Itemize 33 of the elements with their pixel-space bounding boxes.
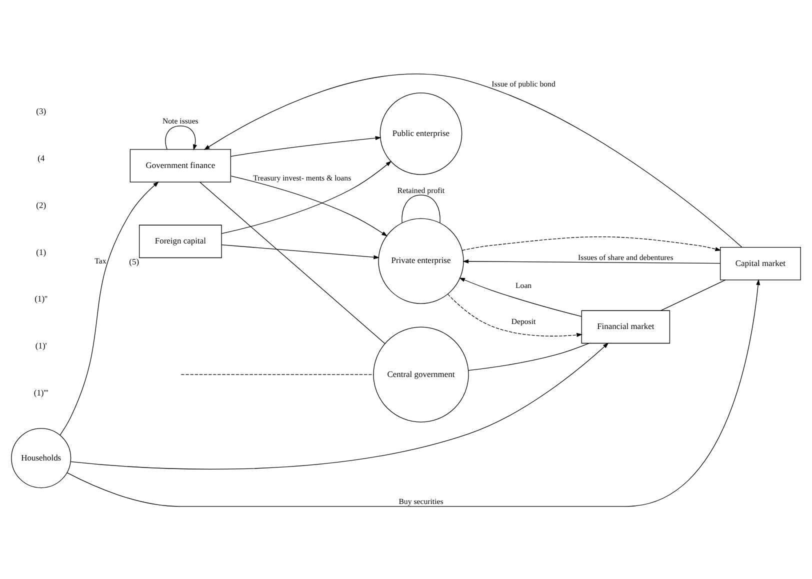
arrow [66,278,760,506]
arrow [221,160,392,234]
arrow [230,175,388,236]
node-box: Government finance [130,148,231,182]
arrow [230,136,382,156]
node-box: Foreign capital [138,224,222,258]
label: (1)'' [34,293,48,304]
node-circle: Public enterprise [380,92,462,174]
label: (1) [36,246,46,256]
arrow [221,244,380,259]
label: (1)''' [34,387,48,398]
connector [468,342,590,370]
label: (2) [36,199,46,210]
arrow [60,180,159,435]
label: (4 [38,152,45,162]
arrow [204,73,742,247]
arrow [165,125,198,150]
node-circle: Households [11,428,72,488]
node-label: (5) [129,256,140,266]
arrow [462,258,721,264]
node-circle: Private enterprise [378,218,464,304]
label: (1)' [35,340,47,350]
arrow [462,236,722,251]
connector [660,279,726,310]
arrow [447,293,583,337]
arrow [70,342,609,470]
node-box: Financial market [581,310,670,344]
node-circle: Central government [373,326,469,422]
node-box: Capital market [720,246,801,280]
label: (3) [36,105,46,116]
arrow [459,277,582,316]
connector [402,194,440,223]
connector [200,181,386,344]
